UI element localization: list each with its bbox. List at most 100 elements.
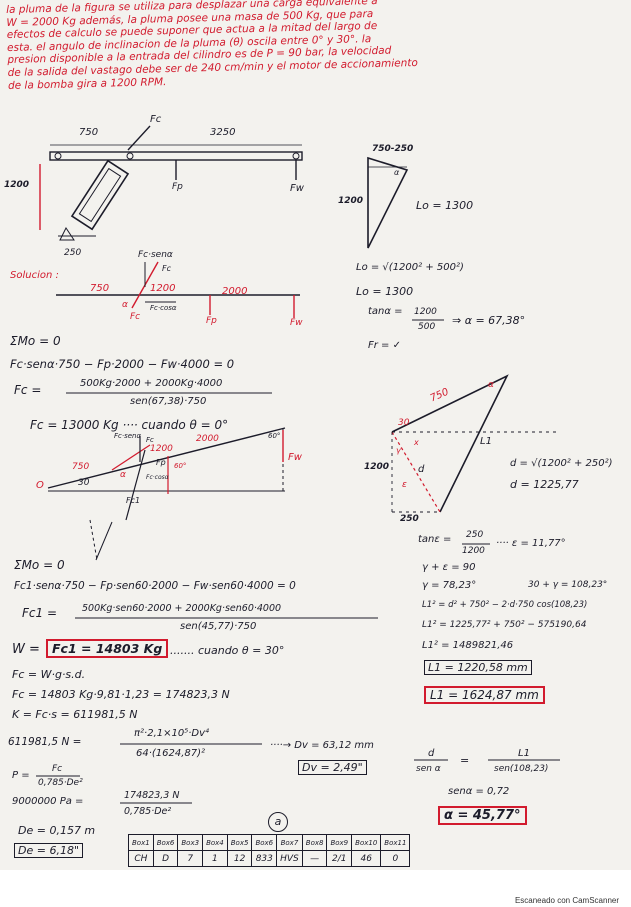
- table-cell: D: [152, 850, 179, 867]
- table-cell: CH: [128, 850, 154, 867]
- solution-label: Solucion :: [10, 270, 59, 281]
- tan-den: 1200: [462, 546, 485, 556]
- law-cos-3: L1² = 1489821,46: [422, 640, 514, 651]
- fig2-fp: Fp: [156, 458, 166, 467]
- scanner-footer: Escaneado con CamScanner: [0, 870, 631, 907]
- tri2-d: d: [418, 464, 425, 475]
- sine-l1-den: sen(108,23): [494, 764, 549, 774]
- tri1-lo: Lo = 1300: [416, 199, 474, 212]
- alpha-box: α = 45,77°: [438, 806, 527, 825]
- p-den: 0,785·De²: [38, 778, 83, 788]
- tri1-left: 1200: [338, 196, 364, 206]
- table-header: Box1: [128, 834, 154, 851]
- dim-750: 750: [79, 127, 99, 138]
- eps-res: ···· ε = 11,77°: [496, 538, 566, 549]
- gamma-sum: 30 + γ = 108,23°: [528, 580, 608, 590]
- l1-box-1: L1 = 1220,58 mm: [424, 660, 532, 675]
- table-header: Box9: [326, 834, 353, 851]
- sol-fccos: Fc·cosα: [150, 304, 177, 312]
- tri1-angle: α: [394, 168, 400, 177]
- p-lhs: P =: [12, 770, 30, 781]
- fig2-60: 60°: [268, 432, 281, 440]
- table-header: Box6: [251, 834, 278, 851]
- designation-table: Box1 Box6 Box3 Box4 Box5 Box6 Box7 Box8 …: [128, 834, 411, 867]
- table-cell: 0: [380, 850, 411, 867]
- table-header: Box5: [226, 834, 253, 851]
- moment-sum-1: ΣMo = 0: [10, 334, 61, 348]
- dv-res: ····→ Dv = 63,12 mm: [270, 740, 374, 751]
- buck-4-lhs: 611981,5 N =: [8, 736, 82, 748]
- buck-4-num: π²·2,1×10⁵·Dv⁴: [134, 728, 210, 739]
- table-cell: 833: [251, 850, 278, 867]
- sol-fc-red: Fc: [130, 312, 141, 322]
- p2-num: 174823,3 N: [124, 790, 180, 801]
- lo-tan: tanα =: [368, 306, 403, 317]
- fc-num: 500Kg·2000 + 2000Kg·4000: [80, 378, 223, 389]
- sine-eq: =: [460, 754, 470, 767]
- fc-result: Fc = 13000 Kg ···· cuando θ = 0°: [30, 418, 229, 432]
- table-header: Box4: [202, 834, 228, 851]
- buck-4-den: 64·(1624,87)²: [136, 748, 206, 759]
- label-fc: Fc: [150, 114, 162, 125]
- l1-box-2: L1 = 1624,87 mm: [424, 686, 545, 704]
- dim-1200: 1200: [4, 180, 30, 190]
- fig2-60b: 60°: [174, 462, 187, 470]
- label-fp: Fp: [172, 182, 183, 192]
- dim-3250: 3250: [210, 127, 236, 138]
- fc-lhs: Fc =: [14, 383, 42, 397]
- fc-den: sen(67,38)·750: [130, 396, 207, 407]
- gamma-val: γ = 78,23°: [422, 580, 477, 591]
- fig2-2000: 2000: [196, 434, 219, 444]
- table-cell: —: [301, 850, 328, 867]
- fig2-fc1: Fc1: [126, 496, 141, 505]
- dv-box: Dv = 2,49": [298, 760, 367, 775]
- buck-3: K = Fc·s = 611981,5 N: [12, 708, 138, 721]
- lo-res: ⇒ α = 67,38°: [452, 314, 526, 327]
- law-cos-2: L1² = 1225,77² + 750² − 575190,64: [422, 620, 587, 630]
- fig2-alpha: α: [120, 470, 126, 480]
- fig2-1200: 1200: [150, 444, 173, 454]
- lo-line1: Lo = √(1200² + 500²): [356, 262, 464, 273]
- table-cell: 1: [202, 850, 228, 867]
- sine-l1: L1: [518, 748, 530, 759]
- sol-2000: 2000: [222, 286, 248, 297]
- fc1-lhs: Fc1 =: [22, 606, 58, 620]
- tan-eps: tanε =: [418, 534, 452, 545]
- sol-fcsen: Fc·senα: [138, 250, 173, 260]
- hand-drawn-figures: [36, 125, 560, 804]
- table-header: Box8: [301, 834, 328, 851]
- sine-res: senα = 0,72: [448, 786, 510, 797]
- de-m: De = 0,157 m: [18, 824, 96, 837]
- fig2-30: 30: [78, 478, 90, 488]
- sine-d: d: [428, 748, 435, 759]
- fig2-origin: O: [36, 480, 44, 491]
- sol-750: 750: [90, 283, 110, 294]
- table-row: CH D 7 1 12 833 HVS — 2/1 46 0: [128, 850, 411, 867]
- tri2-eps: ε: [402, 480, 407, 490]
- gamma-eps: γ + ε = 90: [422, 562, 476, 573]
- table-header: Box6: [152, 834, 179, 851]
- tri2-l1: L1: [480, 436, 492, 447]
- table-header: Box3: [177, 834, 204, 851]
- sol-fp: Fp: [206, 316, 217, 326]
- buck-2: Fc = 14803 Kg·9,81·1,23 = 174823,3 N: [12, 688, 230, 701]
- table-cell: 12: [226, 850, 253, 867]
- sol-alpha: α: [122, 300, 128, 310]
- fig2-fcsen: Fc·senα: [114, 432, 142, 440]
- fig2-fc: Fc: [146, 436, 154, 444]
- fc1-den: sen(45,77)·750: [180, 621, 257, 632]
- fr-check: Fr = ✓: [368, 340, 401, 351]
- tri2-gamma: γ: [396, 446, 401, 455]
- dim-250: 250: [64, 248, 82, 258]
- table-header: Box11: [380, 834, 411, 851]
- d-calc-1: d = √(1200² + 250²): [510, 458, 613, 469]
- sol-fw: Fw: [290, 318, 303, 328]
- d-calc-2: d = 1225,77: [510, 478, 579, 491]
- scanner-watermark: Escaneado con CamScanner: [514, 896, 619, 905]
- tri2-1200: 1200: [364, 462, 390, 472]
- fig2-fccos: Fc·cosα: [146, 474, 169, 481]
- fig2-fw: Fw: [288, 452, 302, 463]
- moment-eq-1: Fc·senα·750 − Fp·2000 − Fw·4000 = 0: [10, 357, 235, 371]
- sine-den: sen α: [416, 764, 441, 774]
- table-cell: 46: [351, 850, 382, 867]
